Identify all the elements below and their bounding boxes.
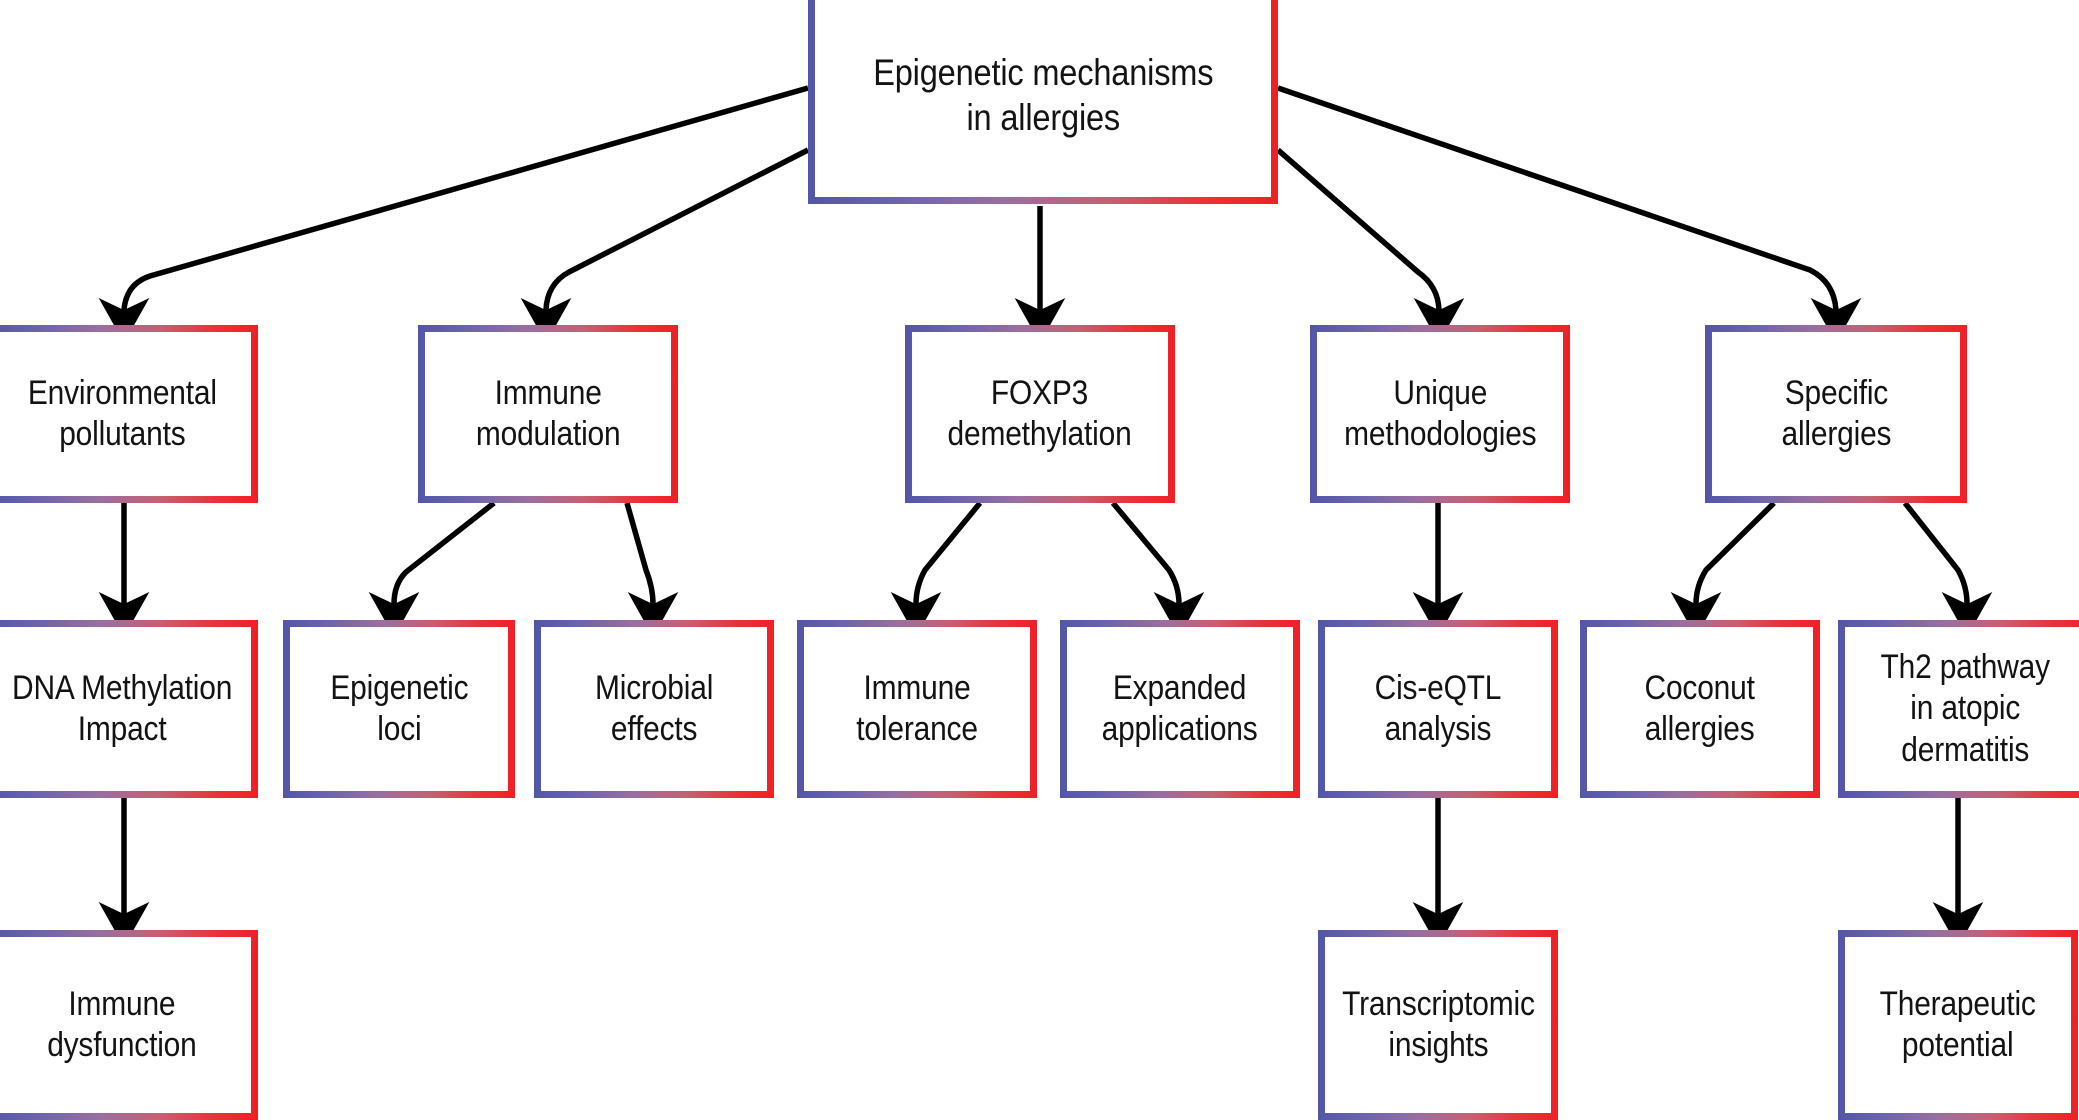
node-th2-body: Th2 pathway in atopic dermatitis: [1845, 627, 2079, 791]
node-env-body: Environmental pollutants: [0, 332, 251, 496]
node-immune_dys[interactable]: Immune dysfunction: [0, 930, 258, 1120]
node-cis_eqtl-label: Cis-eQTL analysis: [1374, 668, 1502, 748]
node-foxp3[interactable]: FOXP3 demethylation: [905, 325, 1175, 503]
edge-root-to-env: [98, 85, 809, 344]
node-immune_mod-body: Immune modulation: [425, 332, 671, 496]
node-epi_loci-body: Epigenetic loci: [290, 627, 508, 791]
node-coconut-label: Coconut allergies: [1644, 668, 1756, 748]
node-immune_tol-label: Immune tolerance: [856, 668, 978, 748]
edge-foxp3-to-expanded: [1110, 501, 1205, 638]
edge-root-to-unique: [1276, 147, 1465, 344]
node-specific-body: Specific allergies: [1712, 332, 1960, 496]
node-unique[interactable]: Unique methodologies: [1310, 325, 1570, 503]
node-transcriptomic-body: Transcriptomic insights: [1325, 937, 1551, 1113]
node-expanded-label: Expanded applications: [1102, 668, 1258, 748]
node-epi_loci-label: Epigenetic loci: [330, 668, 468, 748]
node-th2-label: Th2 pathway in atopic dermatitis: [1880, 647, 2051, 769]
edge-root-to-immune_mod: [520, 147, 810, 344]
node-transcriptomic-label: Transcriptomic insights: [1341, 984, 1535, 1064]
node-therapeutic-label: Therapeutic potential: [1879, 984, 2037, 1064]
node-root-label: Epigenetic mechanisms in allergies: [872, 51, 1214, 138]
edge-root-to-specific: [1277, 85, 1862, 344]
node-root-body: Epigenetic mechanisms in allergies: [815, 0, 1271, 197]
node-env[interactable]: Environmental pollutants: [0, 325, 258, 503]
edge-specific-to-coconut: [1670, 501, 1776, 638]
node-coconut[interactable]: Coconut allergies: [1580, 620, 1820, 798]
node-expanded-body: Expanded applications: [1067, 627, 1293, 791]
node-coconut-body: Coconut allergies: [1587, 627, 1813, 791]
node-immune_tol[interactable]: Immune tolerance: [797, 620, 1037, 798]
node-microbial-body: Microbial effects: [541, 627, 767, 791]
node-immune_mod[interactable]: Immune modulation: [418, 325, 678, 503]
edge-foxp3-to-immune_tol: [890, 501, 983, 638]
node-specific[interactable]: Specific allergies: [1705, 325, 1967, 503]
node-unique-label: Unique methodologies: [1343, 373, 1537, 453]
node-epi_loci[interactable]: Epigenetic loci: [283, 620, 515, 798]
node-env-label: Environmental pollutants: [27, 373, 217, 453]
node-transcriptomic[interactable]: Transcriptomic insights: [1318, 930, 1558, 1120]
node-foxp3-label: FOXP3 demethylation: [947, 373, 1133, 453]
node-specific-label: Specific allergies: [1781, 373, 1891, 453]
node-therapeutic[interactable]: Therapeutic potential: [1838, 930, 2078, 1120]
node-cis_eqtl[interactable]: Cis-eQTL analysis: [1318, 620, 1558, 798]
node-immune_mod-label: Immune modulation: [475, 373, 621, 453]
node-immune_dys-label: Immune dysfunction: [47, 984, 197, 1064]
node-root[interactable]: Epigenetic mechanisms in allergies: [808, 0, 1278, 204]
node-dna_meth-label: DNA Methylation Impact: [11, 668, 233, 748]
node-unique-body: Unique methodologies: [1317, 332, 1563, 496]
edge-immune_mod-to-microbial: [624, 502, 679, 638]
edge-immune_mod-to-epi_loci: [368, 500, 496, 638]
node-immune_dys-body: Immune dysfunction: [0, 937, 251, 1113]
node-immune_tol-body: Immune tolerance: [804, 627, 1030, 791]
node-expanded[interactable]: Expanded applications: [1060, 620, 1300, 798]
node-cis_eqtl-body: Cis-eQTL analysis: [1325, 627, 1551, 791]
node-th2[interactable]: Th2 pathway in atopic dermatitis: [1838, 620, 2079, 798]
node-dna_meth-body: DNA Methylation Impact: [0, 627, 251, 791]
edge-specific-to-th2: [1902, 501, 1993, 638]
node-foxp3-body: FOXP3 demethylation: [912, 332, 1168, 496]
node-microbial-label: Microbial effects: [594, 668, 714, 748]
node-microbial[interactable]: Microbial effects: [534, 620, 774, 798]
node-therapeutic-body: Therapeutic potential: [1845, 937, 2071, 1113]
node-dna_meth[interactable]: DNA Methylation Impact: [0, 620, 258, 798]
